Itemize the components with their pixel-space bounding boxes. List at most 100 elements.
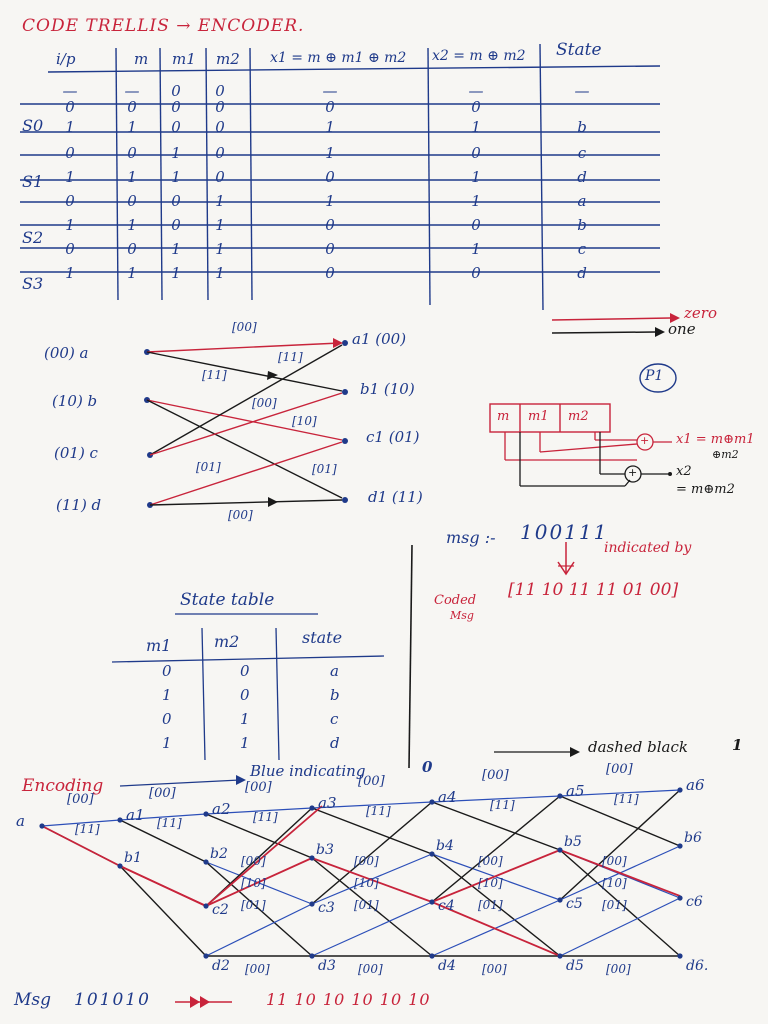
header-m: m [134, 50, 149, 68]
group-s0: S0 [22, 116, 44, 135]
trellis-label: [00] [67, 792, 94, 807]
trellis-branch [311, 853, 433, 905]
trellis-label: [10] [602, 876, 627, 890]
highlight-path [205, 857, 313, 907]
blue-note: Blue indicating [250, 762, 366, 780]
table-cell: 1 [215, 240, 225, 258]
trellis-label: [11] [157, 816, 182, 830]
state-right-b1: b1 (10) [360, 380, 415, 398]
trellis-label: d4 [438, 958, 456, 974]
table-cell: 1 [215, 216, 225, 234]
header-state: State [556, 40, 602, 60]
state-table-cell: 0 [240, 662, 250, 680]
trellis-label: [11] [75, 822, 100, 836]
table-cell: 0 [215, 168, 225, 186]
output-x2: x2 [676, 464, 692, 479]
state-table-grid [111, 613, 385, 761]
blue-note-symbol: 0 [422, 758, 433, 776]
trellis-label: b4 [436, 838, 454, 854]
trellis-branch [431, 899, 561, 957]
encoder-circuit [489, 363, 677, 487]
legend-one: one [668, 320, 696, 338]
trellis-node [203, 953, 209, 959]
state-table-header-m2: m2 [214, 632, 240, 651]
trellis-label: d6. [686, 958, 709, 974]
trellis-label: [00] [358, 774, 385, 789]
state-left-a: (00) a [44, 344, 89, 362]
trellis-label: [00] [478, 854, 503, 868]
trellis-label: [00] [241, 854, 266, 868]
output-x1-cont: ⊕m2 [712, 448, 739, 461]
trellis-label: d5 [566, 958, 584, 974]
page-title: CODE TRELLIS → ENCODER. [22, 16, 305, 36]
state-left-b: (10) b [52, 392, 98, 410]
trellis-node [429, 953, 435, 959]
trellis-label: a4 [438, 788, 457, 806]
trellis-label: [01] [241, 898, 266, 912]
trellis-branch [431, 801, 561, 851]
header-m2: m2 [216, 50, 240, 68]
table-cell: 0 [65, 192, 75, 210]
trellis-label: [00] [245, 962, 270, 976]
header-x2: x2 = m ⊕ m2 [432, 48, 526, 64]
trellis-node [309, 855, 315, 861]
trellis-branch [205, 903, 313, 957]
trellis-branch [431, 853, 561, 957]
table-cell: — [62, 82, 78, 100]
table-cell: b [577, 216, 587, 234]
trellis-node [557, 897, 563, 903]
coded-label-msg: Msg [450, 609, 474, 622]
trellis-label: b6 [684, 830, 702, 846]
state-table-cell: a [330, 662, 339, 680]
branch-label: [10] [292, 414, 317, 428]
header-x1: x1 = m ⊕ m1 ⊕ m2 [270, 50, 407, 66]
highlight-path [431, 901, 561, 957]
table-cell: 1 [325, 192, 335, 210]
table-cell: 1 [471, 118, 481, 136]
trellis-label: a6 [686, 776, 705, 794]
state-table-cell: 1 [162, 686, 172, 704]
branch-label: [01] [312, 462, 337, 476]
state-table-cell: 0 [162, 662, 172, 680]
trellis-branch [431, 795, 561, 903]
section-divider [408, 544, 413, 769]
table-cell: a [577, 192, 587, 210]
table-cell: 0 [325, 240, 335, 258]
trellis-node [309, 901, 315, 907]
trellis-branch [311, 901, 433, 957]
table-cell: 0 [215, 118, 225, 136]
trellis-label: c4 [438, 898, 455, 914]
trellis-label: d2 [212, 958, 230, 974]
encoding-title: Encoding [22, 776, 104, 796]
table-cell: 0 [171, 82, 181, 100]
coded-value: [11 10 11 11 01 00] [508, 580, 679, 600]
trellis-branch [431, 853, 561, 901]
state-table-header-m1: m1 [146, 636, 172, 655]
trellis-node [429, 799, 435, 805]
table-cell: — [124, 82, 140, 100]
trellis-branch [41, 819, 121, 827]
trellis-label: a3 [318, 794, 337, 812]
trellis-node [117, 863, 123, 869]
table-cell: 0 [171, 118, 181, 136]
table-cell: 0 [325, 264, 335, 282]
trellis-label: b2 [210, 846, 228, 862]
trellis-label: [10] [478, 876, 503, 890]
branch-label: [00] [228, 508, 253, 522]
table-cell: 0 [127, 98, 137, 116]
table-cell: 1 [65, 118, 75, 136]
trellis-branch [205, 861, 313, 957]
trellis-branch [431, 795, 561, 803]
trellis-branch [119, 819, 207, 863]
trellis-label: [10] [241, 876, 266, 890]
table-cell: 1 [127, 118, 137, 136]
table-cell: 0 [127, 240, 137, 258]
table-cell: d [577, 264, 587, 282]
trellis-node [39, 823, 45, 829]
trellis-label: a2 [212, 800, 231, 818]
table-cell: 1 [65, 216, 75, 234]
state-table-cell: b [330, 686, 340, 704]
trellis-node [309, 805, 315, 811]
trellis-branch [559, 789, 681, 901]
